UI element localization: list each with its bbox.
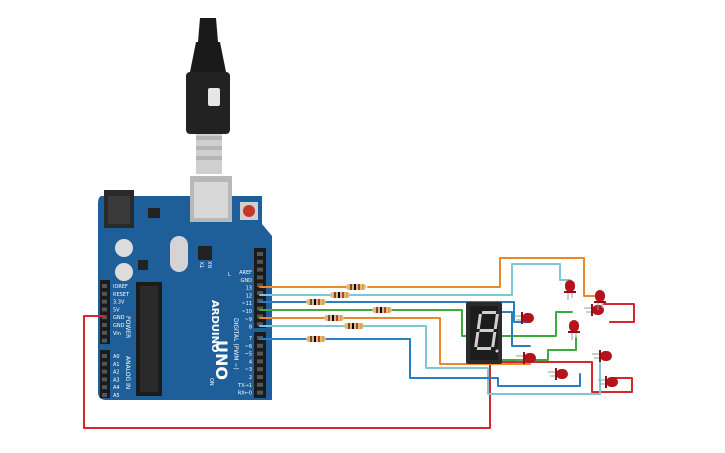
tx-label: TX: [200, 261, 206, 269]
resistor[interactable]: [330, 292, 350, 298]
analog-in-label: ANALOG IN: [124, 356, 131, 389]
red-led[interactable]: [598, 376, 618, 388]
pin-label: GND: [113, 323, 125, 329]
pin-label: TX→1: [237, 383, 252, 389]
l-label: L: [228, 272, 231, 278]
resistor[interactable]: [372, 307, 392, 313]
wire-5v-red[interactable]: [83, 315, 491, 429]
red-led[interactable]: [594, 290, 606, 310]
seven-segment-digit: 8: [0, 0, 1, 1]
wire-led-red-right[interactable]: [603, 303, 635, 323]
red-led[interactable]: [514, 312, 534, 324]
pin-label: IOREF: [113, 284, 128, 290]
red-led[interactable]: [516, 352, 536, 364]
resistors[interactable]: [306, 284, 392, 342]
wire-seg-blue[interactable]: [499, 311, 531, 347]
red-led[interactable]: [564, 280, 576, 300]
pin-label: A0: [113, 354, 120, 360]
wire-pin8-lightblue-b[interactable]: [363, 325, 601, 395]
capacitor: [115, 239, 133, 257]
power-header: [100, 280, 110, 344]
arduino-uno-board[interactable]: ARDUINO UNO POWER ANALOG IN DIGITAL (PWM…: [98, 176, 272, 400]
pin-label: A4: [113, 385, 120, 391]
wire-led-common-red[interactable]: [489, 361, 633, 393]
wire-pin7-blue-b[interactable]: [325, 338, 581, 387]
pin-label: 12: [246, 293, 252, 299]
uno-logo: UNO: [212, 340, 231, 380]
resistor[interactable]: [306, 336, 326, 342]
pin-label: ~10: [241, 309, 252, 315]
pin-label: 8: [249, 325, 252, 331]
pin-label: 3.3V: [113, 300, 125, 306]
pin-label: ~9: [245, 317, 252, 323]
capacitor: [115, 263, 133, 281]
usb-cable[interactable]: [186, 18, 230, 174]
red-led[interactable]: [592, 350, 612, 362]
pin-label: ~3: [245, 367, 252, 373]
wire-pin13-orange-b[interactable]: [367, 257, 601, 297]
crystal: [170, 236, 188, 272]
red-led[interactable]: [548, 368, 568, 380]
pin-label: RESET: [113, 292, 130, 298]
pin-label: RX←0: [238, 391, 252, 397]
leds[interactable]: [514, 280, 618, 388]
wire-pin12-lightblue-b[interactable]: [349, 263, 571, 296]
pin-label: A2: [113, 370, 120, 376]
pin-label: 2: [249, 375, 252, 381]
pin-label: A3: [113, 377, 120, 383]
pin-label: ~5: [245, 352, 252, 358]
red-led[interactable]: [568, 320, 580, 340]
usb-chip: [198, 246, 212, 260]
arduino-label: ARDUINO: [209, 300, 220, 352]
pin-label: A5: [113, 393, 120, 399]
pin-label: Vin: [113, 331, 121, 337]
seven-segment-display[interactable]: 8: [0, 0, 502, 364]
resistor[interactable]: [306, 299, 326, 305]
pin-label: ~11: [241, 301, 252, 307]
resistor[interactable]: [346, 284, 366, 290]
pin-label: 13: [246, 286, 252, 292]
red-led[interactable]: [584, 304, 604, 316]
rx-label: RX: [208, 261, 214, 268]
pin-label: 4: [249, 359, 252, 365]
pin-label: A1: [113, 362, 120, 368]
power-label: POWER: [124, 316, 131, 338]
pin-label: 7: [249, 336, 252, 342]
resistor[interactable]: [344, 323, 364, 329]
voltage-regulator: [148, 208, 160, 218]
digital-header-bottom: [254, 332, 266, 398]
pin-label: 5V: [113, 307, 120, 313]
wire-seg-green[interactable]: [501, 337, 577, 361]
wire-pin9-orange-b[interactable]: [343, 317, 531, 365]
pin-label: GND: [241, 278, 253, 284]
analog-header: [100, 350, 110, 398]
digital-label: DIGITAL (PWM ~): [232, 318, 239, 370]
on-label: ON: [208, 378, 214, 386]
usb-symbol-icon: [208, 88, 220, 106]
pin-label: ~6: [245, 344, 252, 350]
pin-label: AREF: [239, 270, 252, 276]
resistor[interactable]: [324, 315, 344, 321]
wire-pin10-green-b[interactable]: [391, 309, 573, 337]
pin-label: GND: [113, 315, 125, 321]
